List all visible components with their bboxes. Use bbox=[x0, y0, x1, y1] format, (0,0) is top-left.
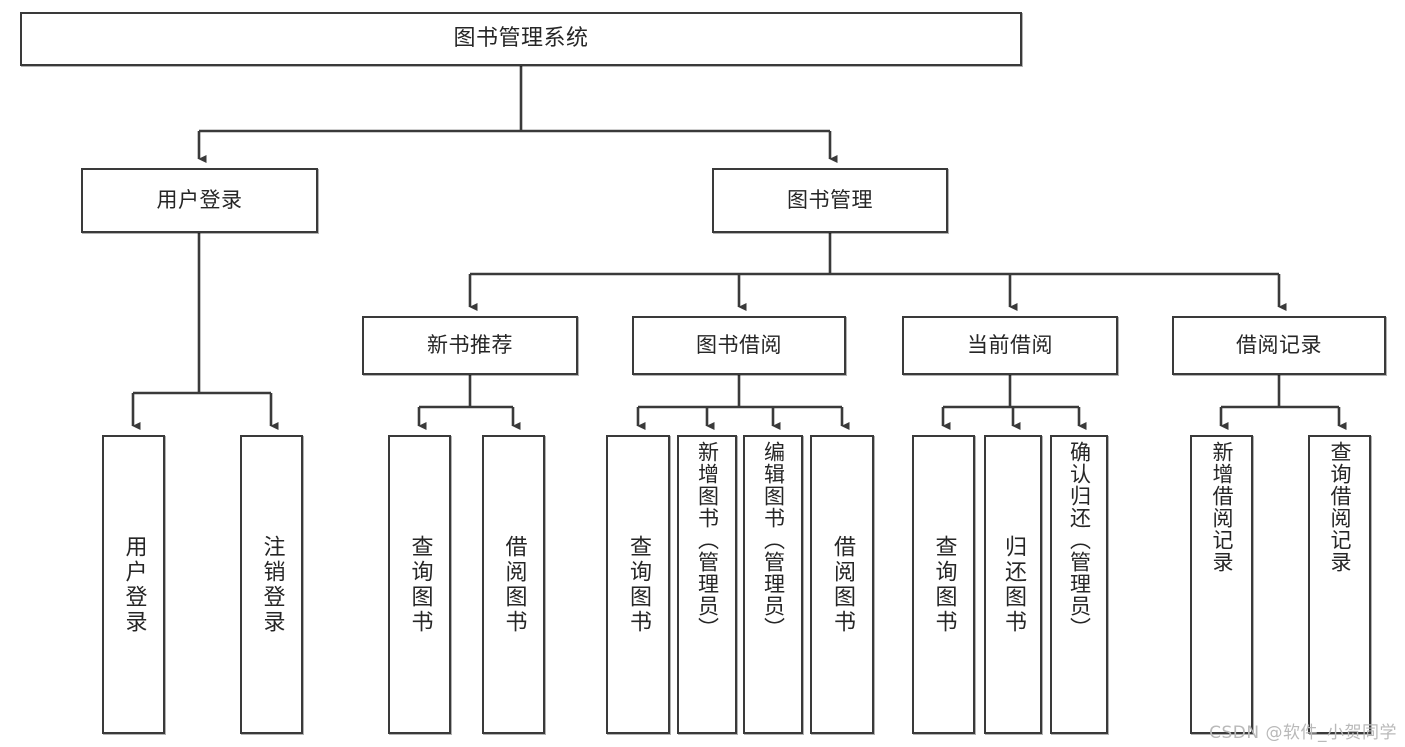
node-label: 查询图书 bbox=[931, 534, 957, 635]
node-label: 注销登录 bbox=[259, 534, 285, 635]
node-leaf-br-add[interactable]: 新增图书（管理员） bbox=[677, 435, 737, 734]
node-bookmgmt[interactable]: 图书管理 bbox=[712, 168, 948, 233]
node-leaf-cu-return[interactable]: 归还图书 bbox=[984, 435, 1042, 734]
node-leaf-cu-confirm[interactable]: 确认归还（管理员） bbox=[1050, 435, 1108, 734]
node-leaf-user-login[interactable]: 用户登录 bbox=[102, 435, 165, 734]
node-label: 确认归还（管理员） bbox=[1067, 441, 1092, 639]
node-leaf-rc-query[interactable]: 查询借阅记录 bbox=[1308, 435, 1371, 734]
node-current[interactable]: 当前借阅 bbox=[902, 316, 1118, 375]
node-label: 图书管理系统 bbox=[453, 26, 589, 52]
node-leaf-br-borrow[interactable]: 借阅图书 bbox=[810, 435, 874, 734]
node-login[interactable]: 用户登录 bbox=[81, 168, 318, 233]
node-leaf-br-query[interactable]: 查询图书 bbox=[606, 435, 670, 734]
node-label: 图书管理 bbox=[787, 188, 873, 213]
node-leaf-cu-query[interactable]: 查询图书 bbox=[912, 435, 975, 734]
node-label: 新书推荐 bbox=[427, 333, 513, 358]
node-label: 编辑图书（管理员） bbox=[761, 441, 786, 639]
node-root[interactable]: 图书管理系统 bbox=[20, 12, 1022, 66]
node-label: 图书借阅 bbox=[696, 333, 782, 358]
node-label: 借阅图书 bbox=[830, 534, 855, 635]
node-label: 查询图书 bbox=[407, 534, 433, 635]
node-records[interactable]: 借阅记录 bbox=[1172, 316, 1386, 375]
node-leaf-rc-add[interactable]: 新增借阅记录 bbox=[1190, 435, 1253, 734]
node-newbook[interactable]: 新书推荐 bbox=[362, 316, 578, 375]
node-borrow[interactable]: 图书借阅 bbox=[632, 316, 846, 375]
watermark-text: CSDN @软件_小贺同学 bbox=[1209, 723, 1397, 743]
node-label: 借阅图书 bbox=[501, 534, 527, 635]
node-label: 用户登录 bbox=[156, 188, 243, 213]
node-leaf-nb-query[interactable]: 查询图书 bbox=[388, 435, 451, 734]
node-leaf-nb-borrow[interactable]: 借阅图书 bbox=[482, 435, 545, 734]
node-label: 查询借阅记录 bbox=[1328, 441, 1352, 573]
node-label: 新增借阅记录 bbox=[1210, 441, 1234, 573]
node-label: 借阅记录 bbox=[1236, 333, 1322, 358]
node-label: 用户登录 bbox=[121, 534, 147, 635]
node-label: 查询图书 bbox=[626, 534, 651, 635]
node-label: 新增图书（管理员） bbox=[695, 441, 720, 639]
node-label: 当前借阅 bbox=[967, 333, 1053, 358]
node-leaf-user-logout[interactable]: 注销登录 bbox=[240, 435, 303, 734]
node-label: 归还图书 bbox=[1001, 534, 1026, 635]
node-leaf-br-edit[interactable]: 编辑图书（管理员） bbox=[743, 435, 803, 734]
